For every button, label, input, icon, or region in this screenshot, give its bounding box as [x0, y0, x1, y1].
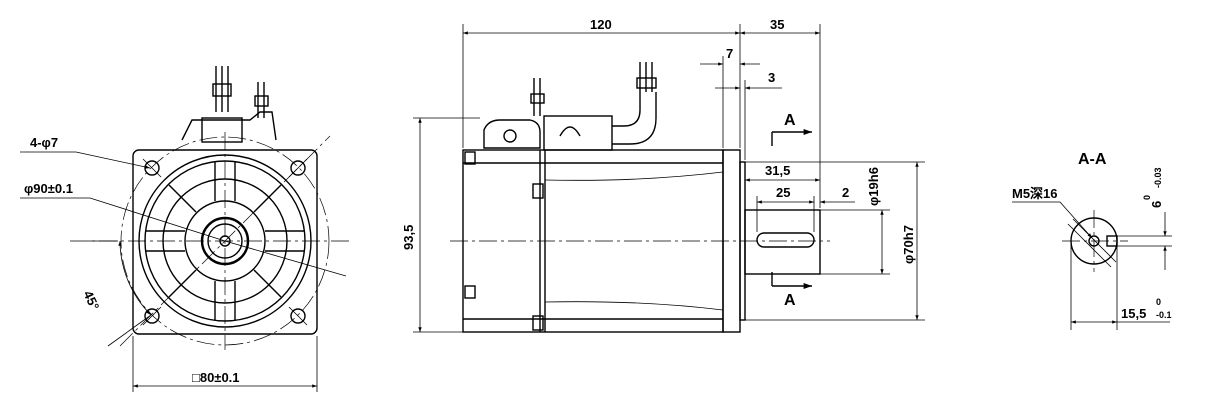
mounting-holes	[142, 158, 308, 326]
thread-label: M5深16	[1012, 186, 1058, 201]
front-cable-bundle	[181, 66, 277, 143]
section-mark-top: A	[784, 112, 796, 129]
shaft-dia-label: φ19h6	[866, 167, 881, 206]
key-width-tol-upper: 0	[1142, 195, 1152, 200]
encoder-connector	[483, 119, 541, 149]
key-width-tol-lower: -0.03	[1153, 167, 1163, 188]
shaft-keyway	[756, 232, 815, 248]
key-depth-tol-lower: -0.1	[1156, 310, 1172, 320]
key-depth-label: 15,5	[1121, 306, 1146, 321]
key-offset-label: 2	[842, 185, 849, 200]
pcd-label: φ90±0.1	[24, 181, 73, 196]
length-label: 120	[590, 17, 612, 32]
shaft-length-label: 35	[770, 17, 784, 32]
key-length-label: 25	[776, 185, 790, 200]
height-label: 93,5	[401, 225, 416, 250]
shaft	[744, 209, 821, 275]
square-label: □80±0.1	[192, 370, 240, 385]
key-depth-tol-upper: 0	[1156, 297, 1161, 307]
shaft-key-label: 31,5	[765, 163, 790, 178]
front-view: 4-φ7 φ90±0.1 45° □80±0.1	[20, 66, 350, 392]
holes-label: 4-φ7	[30, 135, 58, 150]
angle-label: 45°	[80, 288, 102, 312]
section-title: A-A	[1078, 151, 1107, 168]
key-width-label: 6	[1149, 201, 1164, 208]
spigot-label: 3	[768, 70, 775, 85]
flange-label: 7	[726, 46, 733, 61]
side-view: A A 120 35 7 3 93,5 31,5 25 2	[401, 17, 925, 333]
side-cables	[530, 62, 657, 145]
section-view: A-A M5深16 6 0 -0.03 15,5 0 -0.1	[1012, 151, 1172, 330]
spigot-dia-label: φ70h7	[901, 225, 916, 264]
section-mark-bottom: A	[784, 292, 796, 309]
